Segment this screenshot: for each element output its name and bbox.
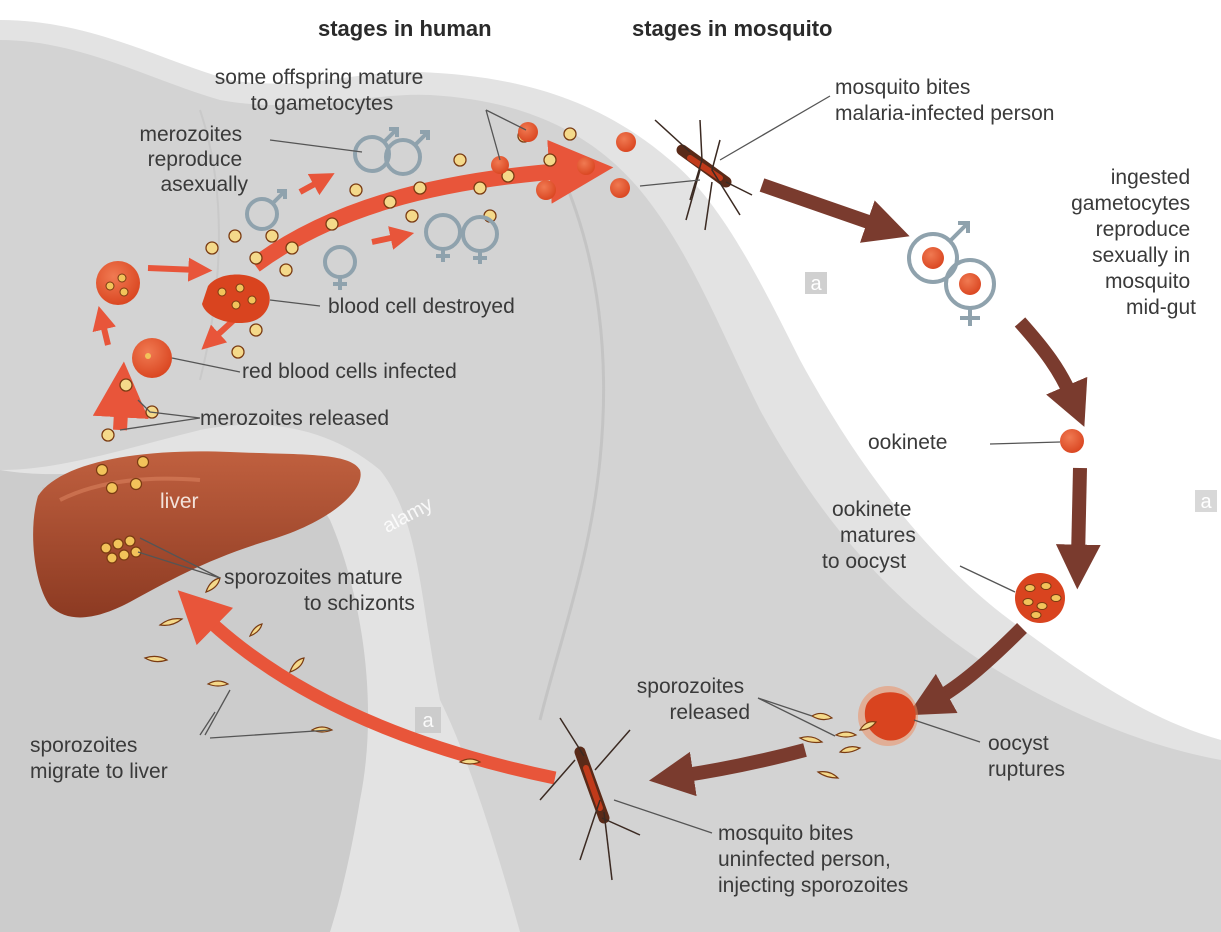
label-bites-infected: mosquito bites malaria-infected person: [835, 76, 1054, 125]
svg-text:a: a: [1200, 491, 1212, 513]
label-ingested-gametocytes: ingested gametocytes reproduce sexually …: [1071, 166, 1196, 319]
label-merozoites-released: merozoites released: [200, 407, 389, 430]
label-blood-cell-destroyed: blood cell destroyed: [328, 295, 515, 318]
ookinete: [1060, 429, 1084, 453]
liver-label: liver: [160, 490, 199, 513]
midgut-gamete-symbols: [909, 223, 994, 326]
header-stages-in-human: stages in human: [318, 16, 492, 41]
header-stages-in-mosquito: stages in mosquito: [632, 16, 832, 41]
oocyst: [1015, 573, 1065, 623]
arrow-liver-to-blood: [120, 395, 122, 430]
watermark-badge: a: [805, 272, 827, 295]
ruptured-oocyst: [858, 686, 918, 746]
red-blood-cell-infected: [132, 338, 172, 378]
svg-text:a: a: [422, 710, 434, 732]
arrow-to-midgut: [762, 185, 880, 226]
label-rbc-infected: red blood cells infected: [242, 360, 457, 383]
watermark-badge: a: [415, 707, 441, 733]
arrow-cycle-right: [148, 268, 198, 270]
label-ookinete: ookinete: [868, 431, 947, 454]
arrow-to-ookinete: [1020, 322, 1072, 398]
svg-text:a: a: [810, 273, 822, 295]
arrow-to-oocyst: [1078, 468, 1080, 558]
watermark-badge: a: [1195, 490, 1217, 513]
infected-red-blood-cell: [96, 261, 140, 305]
